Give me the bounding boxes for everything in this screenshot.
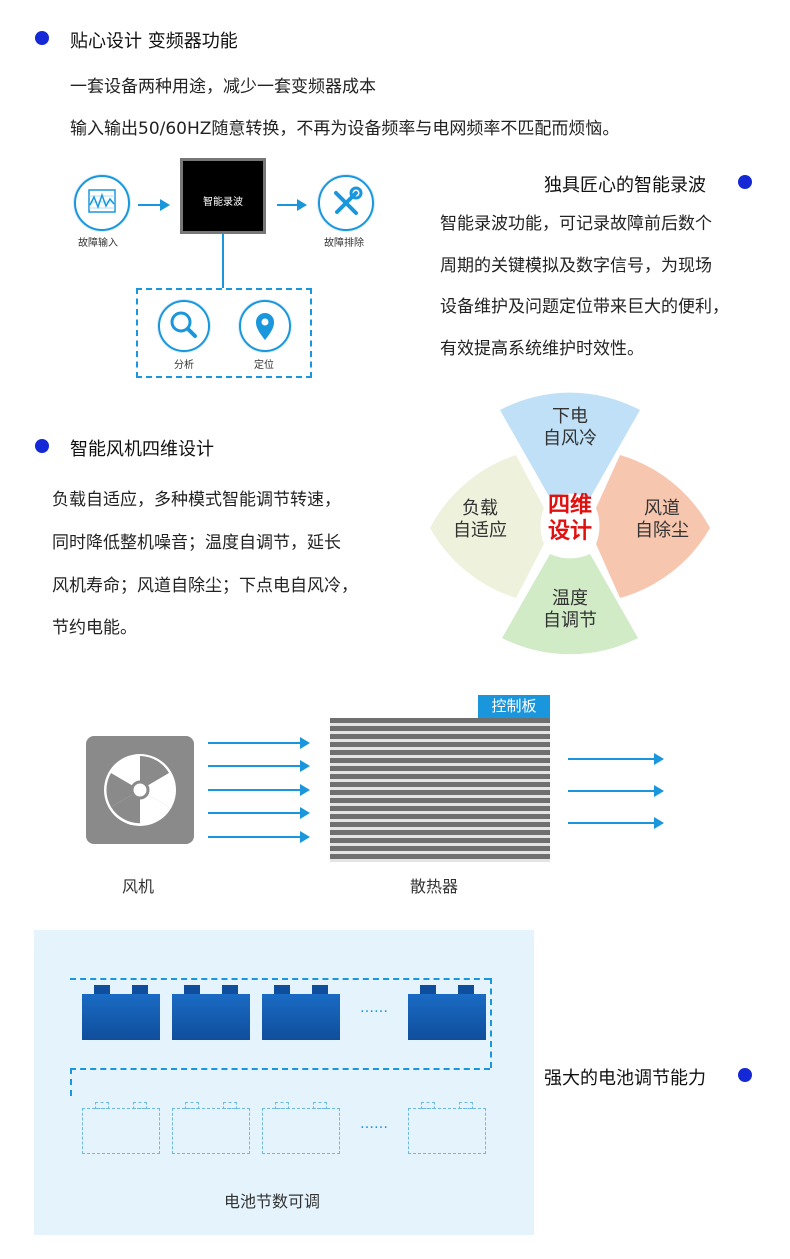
- battery-cell: [172, 985, 250, 1040]
- section1-line-1: 一套设备两种用途，减少一套变频器成本: [70, 77, 376, 97]
- battery-wire: [70, 1068, 490, 1070]
- recording-line-1: 智能录波功能，可记录故障前后数个: [440, 214, 712, 234]
- locate-circle: [239, 300, 291, 352]
- exhaust-arrow-icon: [568, 817, 664, 829]
- connector-line: [222, 234, 224, 288]
- battery-title: 强大的电池调节能力: [544, 1068, 706, 1089]
- recording-line-4: 有效提高系统维护时效性。: [440, 339, 644, 359]
- exhaust-arrow-icon: [568, 785, 664, 797]
- airflow-arrow-icon: [208, 784, 310, 796]
- waveform-chart-icon: [88, 189, 116, 213]
- recording-line-2: 周期的关键模拟及数字信号，为现场: [440, 256, 712, 276]
- heatsink-label: 散热器: [410, 877, 459, 896]
- fan-unit: [86, 736, 194, 844]
- fan-line-4: 节约电能。: [52, 618, 137, 638]
- fault-fix-label: 故障排除: [324, 238, 364, 249]
- recorder-box: 智能录波: [180, 158, 266, 234]
- battery-ellipsis-lower: ……: [360, 1116, 388, 1132]
- recording-title: 独具匠心的智能录波: [544, 175, 706, 196]
- fault-input-circle: [74, 175, 130, 231]
- fan-title: 智能风机四维设计: [70, 439, 214, 460]
- battery-ellipsis: ……: [360, 1000, 388, 1016]
- exhaust-arrow-icon: [568, 753, 664, 765]
- petal-right: [596, 455, 710, 598]
- arrow-to-fix-icon: [277, 199, 307, 211]
- wheel-center-text: 四维设计: [547, 493, 592, 544]
- battery-wire: [70, 1068, 72, 1096]
- wheel-top-text: 下电自风冷: [543, 406, 597, 449]
- wheel-right-text: 风道自除尘: [635, 498, 689, 541]
- battery-cell: [262, 985, 340, 1040]
- tools-icon: [334, 186, 363, 215]
- battery-panel: …… …… 电池节数可调: [34, 930, 534, 1235]
- recording-line-3: 设备维护及问题定位带来巨大的便利，: [440, 297, 729, 317]
- analyze-circle: [158, 300, 210, 352]
- airflow-arrow-icon: [208, 831, 310, 843]
- section1-line-2: 输入输出50/60HZ随意转换，不再为设备频率与电网频率不匹配而烦恼。: [70, 119, 620, 139]
- locate-label: 定位: [254, 360, 274, 371]
- control-board-tag: 控制板: [478, 695, 550, 718]
- optional-battery-cell: [408, 1102, 486, 1154]
- analyze-label: 分析: [174, 360, 194, 371]
- optional-battery-cell: [262, 1102, 340, 1154]
- fan-line-2: 同时降低整机噪音；温度自调节，延长: [52, 533, 341, 553]
- wheel-left-text: 负载自适应: [453, 498, 507, 541]
- section-bullet-icon: [738, 1068, 752, 1082]
- fault-fix-circle: [318, 175, 374, 231]
- recorder-label: 智能录波: [203, 197, 243, 208]
- section-bullet-icon: [35, 31, 49, 45]
- section1-title: 贴心设计 变频器功能: [70, 31, 238, 52]
- fault-input-label: 故障输入: [78, 238, 118, 249]
- airflow-arrow-icon: [208, 807, 310, 819]
- battery-wire: [490, 978, 492, 1068]
- petal-left: [430, 455, 544, 598]
- optional-battery-cell: [172, 1102, 250, 1154]
- battery-wire: [70, 978, 490, 980]
- fan-label: 风机: [122, 877, 155, 896]
- airflow-arrow-icon: [208, 760, 310, 772]
- location-pin-icon: [256, 313, 274, 340]
- four-dimension-wheel: [430, 392, 710, 655]
- magnifier-icon: [170, 311, 197, 338]
- analysis-dashed-box: [136, 288, 312, 378]
- optional-battery-cell: [82, 1102, 160, 1154]
- heatsink: [330, 718, 550, 862]
- petal-top: [500, 392, 640, 498]
- fan-line-3: 风机寿命；风道自除尘；下点电自风冷，: [52, 576, 358, 596]
- battery-cell: [82, 985, 160, 1040]
- section-bullet-icon: [35, 439, 49, 453]
- battery-cell: [408, 985, 486, 1040]
- fan-line-1: 负载自适应，多种模式智能调节转速，: [52, 490, 341, 510]
- arrow-to-recorder-icon: [138, 199, 170, 211]
- battery-caption: 电池节数可调: [224, 1192, 321, 1211]
- fan-icon: [104, 754, 176, 826]
- wheel-bottom-text: 温度自调节: [543, 588, 597, 631]
- section-bullet-icon: [738, 175, 752, 189]
- airflow-arrow-icon: [208, 737, 310, 749]
- petal-bottom: [502, 554, 638, 655]
